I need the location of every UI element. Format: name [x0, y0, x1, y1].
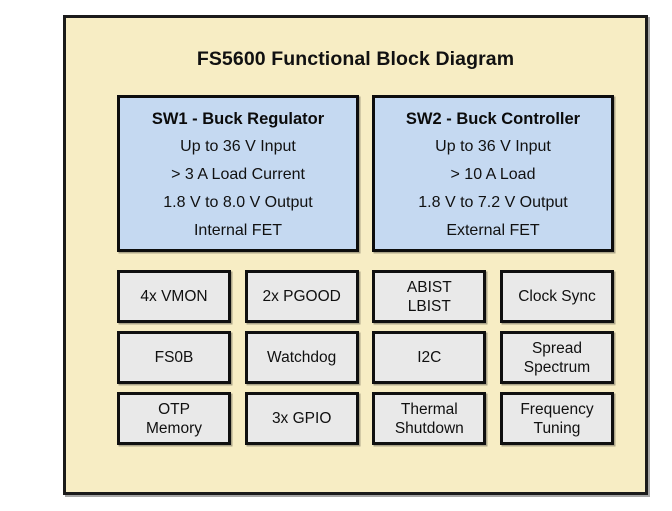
- switcher-block-sw1-spec-1: Up to 36 V Input: [180, 137, 296, 155]
- page-title: FS5600 Functional Block Diagram: [196, 48, 515, 70]
- switcher-block-sw2: SW2 - Buck Controller Up to 36 V Input >…: [372, 95, 614, 252]
- feature-block-label-line2: Spectrum: [523, 358, 591, 376]
- feature-block-label: I2C: [417, 349, 442, 366]
- feature-block-spread-spectrum: Spread Spectrum: [499, 331, 614, 384]
- feature-block-label-line2: Shutdown: [394, 419, 464, 437]
- block-diagram-frame: FS5600 Functional Block Diagram SW1 - Bu…: [63, 15, 648, 495]
- feature-block-fs0b: FS0B: [117, 331, 231, 384]
- feature-block-i2c: I2C: [372, 331, 487, 384]
- switcher-block-sw2-title: SW2 - Buck Controller: [405, 109, 581, 128]
- feature-block-label: OTP: [158, 400, 190, 418]
- feature-block-row: FS0B Watchdog I2C Spread Spectrum: [117, 331, 614, 384]
- feature-block-watchdog: Watchdog: [244, 331, 359, 384]
- switcher-block-row: SW1 - Buck Regulator Up to 36 V Input > …: [117, 95, 614, 252]
- feature-block-label: Spread: [531, 339, 582, 357]
- feature-block-pgood: 2x PGOOD: [244, 270, 359, 323]
- feature-block-label: 3x GPIO: [271, 410, 332, 427]
- feature-block-label: 4x VMON: [140, 288, 208, 305]
- feature-block-thermal-shutdown: Thermal Shutdown: [372, 392, 487, 445]
- feature-block-label-line2: Tuning: [533, 419, 581, 437]
- feature-block-row: 4x VMON 2x PGOOD ABIST LBIST Clock Sync: [117, 270, 614, 323]
- feature-block-otp-memory: OTP Memory: [117, 392, 231, 445]
- feature-block-label-line2: LBIST: [407, 297, 451, 315]
- feature-block-label: Thermal: [400, 400, 458, 418]
- switcher-block-sw2-spec-4: External FET: [446, 221, 540, 239]
- feature-block-label: Clock Sync: [518, 288, 596, 305]
- switcher-block-sw2-spec-3: 1.8 V to 7.2 V Output: [418, 193, 568, 211]
- switcher-block-sw1-spec-2: > 3 A Load Current: [171, 165, 305, 183]
- feature-block-label-line2: Memory: [146, 419, 202, 437]
- switcher-block-sw1: SW1 - Buck Regulator Up to 36 V Input > …: [117, 95, 359, 252]
- feature-block-row: OTP Memory 3x GPIO Thermal Shutdown Freq…: [117, 392, 614, 445]
- switcher-block-sw1-spec-4: Internal FET: [193, 221, 283, 239]
- switcher-block-sw1-spec-3: 1.8 V to 8.0 V Output: [163, 193, 313, 211]
- feature-block-label: Frequency: [520, 400, 594, 418]
- feature-block-label: FS0B: [154, 349, 194, 366]
- feature-block-gpio: 3x GPIO: [244, 392, 359, 445]
- feature-block-abist-lbist: ABIST LBIST: [372, 270, 487, 323]
- feature-block-label: Watchdog: [267, 349, 337, 366]
- feature-block-grid: 4x VMON 2x PGOOD ABIST LBIST Clock Sync …: [117, 270, 614, 445]
- feature-block-vmon: 4x VMON: [117, 270, 231, 323]
- switcher-block-sw2-spec-1: Up to 36 V Input: [435, 137, 551, 155]
- switcher-block-sw1-title: SW1 - Buck Regulator: [151, 109, 325, 128]
- feature-block-clock-sync: Clock Sync: [499, 270, 614, 323]
- feature-block-label: ABIST: [406, 278, 452, 296]
- feature-block-frequency-tuning: Frequency Tuning: [499, 392, 614, 445]
- feature-block-label: 2x PGOOD: [262, 288, 341, 305]
- switcher-block-sw2-spec-2: > 10 A Load: [450, 165, 536, 183]
